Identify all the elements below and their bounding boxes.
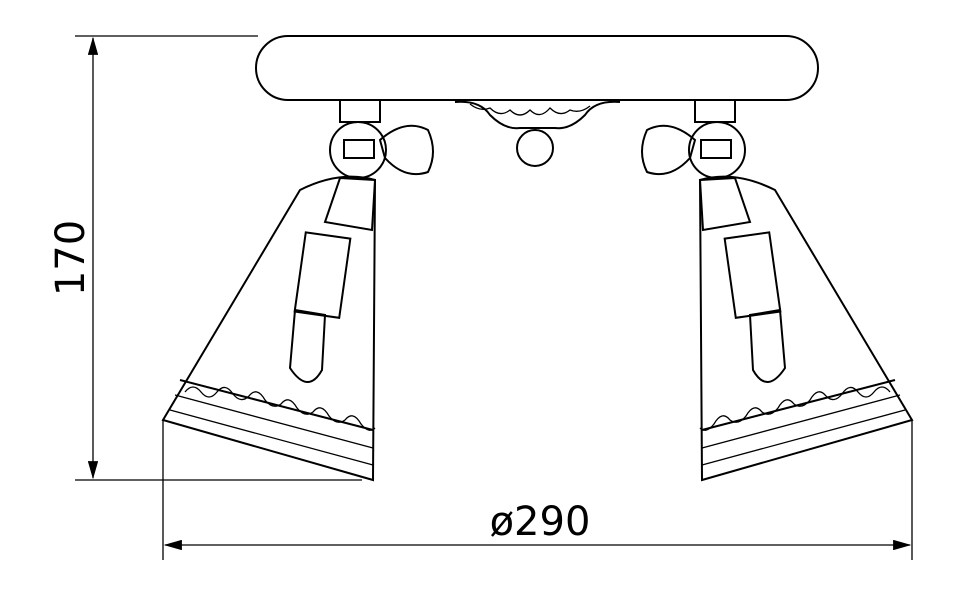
right-bulb xyxy=(748,308,787,383)
right-socket xyxy=(723,231,782,319)
decorative-center-ornament xyxy=(454,100,621,167)
left-bulb xyxy=(288,308,327,383)
right-spotlight xyxy=(641,99,914,482)
height-dimension: 170 xyxy=(48,35,362,481)
right-swivel-joint xyxy=(688,121,746,179)
right-shade xyxy=(698,175,914,482)
left-shade xyxy=(161,175,377,482)
ceiling-bar xyxy=(255,35,819,101)
width-dimension: ø290 xyxy=(162,420,913,560)
left-adjust-knob xyxy=(378,124,434,176)
height-label: 170 xyxy=(48,220,94,296)
left-swivel-joint xyxy=(329,121,387,179)
center-knob xyxy=(516,129,554,167)
left-spotlight xyxy=(161,99,434,482)
right-adjust-knob xyxy=(641,124,697,176)
width-label: ø290 xyxy=(490,499,591,545)
left-socket xyxy=(293,231,352,319)
